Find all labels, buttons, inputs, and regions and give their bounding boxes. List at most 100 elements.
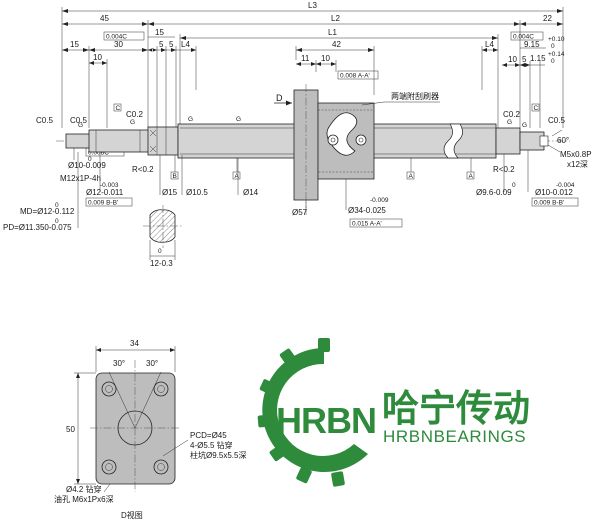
- dim-L4-left: L4: [181, 40, 190, 49]
- runout-frame-3: [349, 218, 403, 228]
- shaft-section-view: 0 12-0.3: [143, 205, 183, 268]
- dim-9-15: 9.15: [524, 40, 540, 49]
- svg-text:C: C: [116, 105, 121, 112]
- svg-text:B: B: [173, 173, 177, 180]
- flatness-frame-right: [510, 31, 544, 41]
- svg-text:0: 0: [55, 218, 59, 225]
- svg-text:Ø12-0.011: Ø12-0.011: [86, 188, 124, 197]
- tol-zero-a: 0: [551, 43, 555, 50]
- tapped-hole-end: [539, 135, 549, 147]
- svg-text:G: G: [188, 116, 193, 123]
- datum-markers: C C A A A B G G G G G G: [78, 103, 540, 180]
- view-D-label: D: [276, 93, 283, 103]
- svg-text:Ø10-0.009: Ø10-0.009: [68, 161, 106, 170]
- runout-frame-2: [85, 197, 133, 207]
- dim-L1: L1: [328, 28, 337, 37]
- svg-text:0.008 A-A': 0.008 A-A': [340, 73, 370, 80]
- tol-plus-10: +0.10: [548, 36, 565, 43]
- svg-text:M5x0.8P: M5x0.8P: [560, 150, 592, 159]
- svg-text:MD=Ø12-0.112: MD=Ø12-0.112: [20, 207, 75, 216]
- dim-5c: 5: [522, 55, 527, 64]
- svg-text:0.004C: 0.004C: [513, 34, 534, 41]
- dim-42: 42: [332, 40, 341, 49]
- ball-nut: D 两端附刮刷器: [274, 84, 440, 208]
- dim-22: 22: [543, 14, 552, 23]
- svg-text:60°: 60°: [557, 136, 569, 145]
- svg-text:-0.004: -0.004: [556, 182, 575, 189]
- svg-text:-0.009: -0.009: [370, 197, 389, 204]
- svg-text:Ø4.2 钻穿: Ø4.2 钻穿: [66, 484, 102, 494]
- svg-text:0: 0: [512, 182, 516, 189]
- svg-text:12-0.3: 12-0.3: [150, 259, 173, 268]
- svg-text:G: G: [507, 119, 512, 126]
- svg-text:0.004C: 0.004C: [106, 34, 127, 41]
- svg-text:0: 0: [158, 248, 162, 255]
- svg-text:0.009 B-B': 0.009 B-B': [88, 200, 118, 207]
- svg-text:30°: 30°: [113, 359, 125, 368]
- svg-text:柱坑Ø9.5x5.5深: 柱坑Ø9.5x5.5深: [190, 450, 246, 460]
- svg-text:-0.003: -0.003: [100, 182, 119, 189]
- dim-L2: L2: [331, 14, 340, 23]
- svg-text:0: 0: [55, 202, 59, 209]
- svg-text:C0.5: C0.5: [36, 116, 53, 125]
- dim-15a: 15: [70, 40, 79, 49]
- diameter-callouts: 0 Ø10-0.009 M12x1P-4h -0.003 Ø12-0.011 0…: [3, 129, 592, 232]
- svg-text:Ø9.6-0.09: Ø9.6-0.09: [476, 188, 512, 197]
- dimension-lines: [61, 7, 564, 128]
- dim-30: 30: [114, 40, 123, 49]
- svg-text:Ø15: Ø15: [162, 188, 178, 197]
- svg-text:50: 50: [66, 425, 75, 434]
- brand-logo: HRBN 哈宁传动 HRBNBEARINGS: [257, 338, 530, 487]
- svg-text:x12深: x12深: [567, 160, 588, 169]
- svg-text:Ø14: Ø14: [243, 188, 259, 197]
- svg-text:0.015 A-A': 0.015 A-A': [352, 221, 382, 228]
- svg-text:PCD=Ø45: PCD=Ø45: [190, 431, 227, 440]
- dim-15b: 15: [155, 28, 164, 37]
- svg-text:Ø10-0.012: Ø10-0.012: [535, 188, 573, 197]
- svg-text:Ø57: Ø57: [292, 208, 308, 217]
- svg-text:R<0.2: R<0.2: [132, 165, 154, 174]
- svg-text:34: 34: [130, 339, 139, 348]
- svg-text:Ø10.5: Ø10.5: [186, 188, 208, 197]
- svg-text:A: A: [235, 173, 240, 180]
- flatness-frame-left: [103, 31, 145, 41]
- dim-10b: 10: [321, 54, 330, 63]
- brand-en-name: HRBNBEARINGS: [383, 427, 526, 446]
- dim-1-15: 1.15: [530, 54, 546, 63]
- svg-text:30°: 30°: [146, 359, 158, 368]
- svg-text:G: G: [522, 122, 527, 129]
- dim-5b: 5: [169, 40, 174, 49]
- wiper-note: 两端附刮刷器: [391, 91, 439, 101]
- gear-icon: [257, 338, 368, 487]
- svg-text:0.009 B-B': 0.009 B-B': [534, 200, 564, 207]
- svg-text:G: G: [236, 116, 241, 123]
- svg-text:A: A: [469, 173, 474, 180]
- runout-frame-4: [531, 197, 579, 207]
- d-view-title: D视图: [121, 510, 143, 520]
- svg-text:C0.5: C0.5: [548, 116, 565, 125]
- svg-text:油孔 M6x1Px6深: 油孔 M6x1Px6深: [54, 494, 114, 504]
- dim-L4-right: L4: [485, 40, 494, 49]
- dim-10c: 10: [508, 55, 517, 64]
- brand-cn-name: 哈宁传动: [382, 387, 530, 430]
- svg-text:A: A: [409, 173, 414, 180]
- dim-10a: 10: [93, 53, 102, 62]
- tol-plus-14: +0.14: [548, 51, 565, 58]
- dim-11: 11: [301, 54, 310, 63]
- svg-text:0: 0: [88, 156, 92, 163]
- svg-text:0.008C: 0.008C: [88, 150, 109, 157]
- svg-text:4-Ø5.5 钻穿: 4-Ø5.5 钻穿: [190, 440, 233, 450]
- svg-text:G: G: [78, 122, 83, 129]
- svg-text:C0.2: C0.2: [126, 110, 143, 119]
- perpendicularity-frame: [337, 70, 379, 80]
- svg-text:PD=Ø11.350-0.075: PD=Ø11.350-0.075: [3, 223, 72, 232]
- svg-text:G: G: [130, 119, 135, 126]
- svg-text:C0.5: C0.5: [70, 116, 87, 125]
- dimension-texts: L3 45 L2 22 L1 15 30 10 15 5 5 L4 42 11 …: [70, 1, 565, 65]
- svg-text:C: C: [534, 105, 539, 112]
- dim-L3: L3: [308, 1, 317, 10]
- dim-45: 45: [100, 14, 109, 23]
- svg-text:Ø34-0.025: Ø34-0.025: [348, 206, 386, 215]
- logo-letters: HRBN: [276, 400, 376, 441]
